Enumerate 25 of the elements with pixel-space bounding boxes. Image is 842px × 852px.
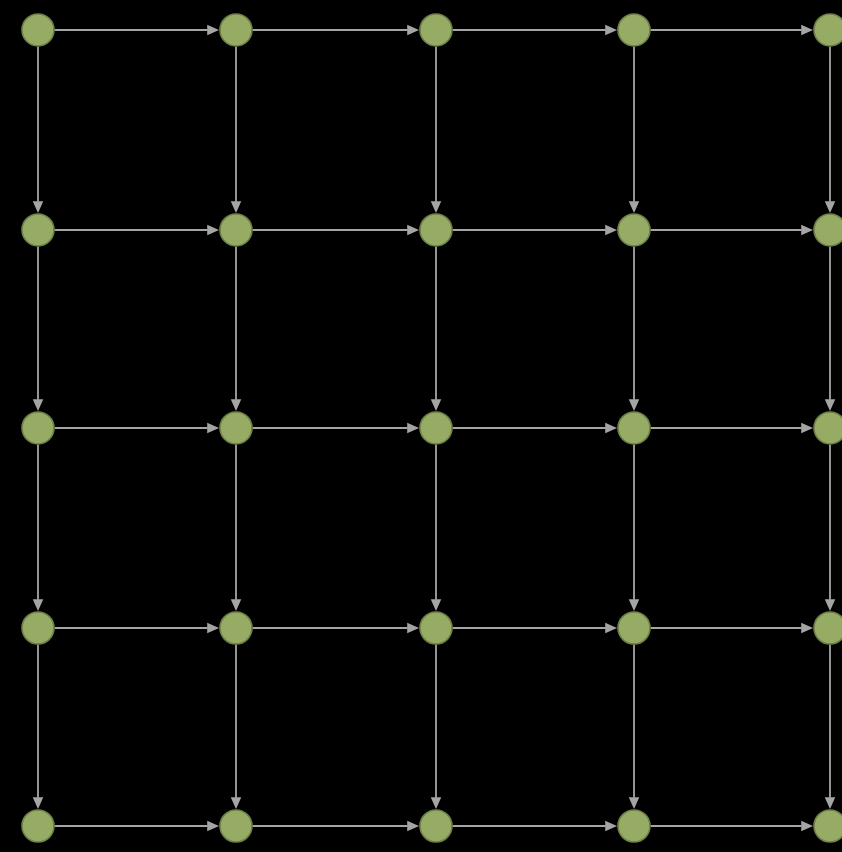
sphere xyxy=(813,13,842,47)
sphere xyxy=(219,809,253,843)
sphere xyxy=(617,611,651,645)
sphere xyxy=(617,13,651,47)
sphere xyxy=(21,809,55,843)
sphere xyxy=(219,611,253,645)
sphere xyxy=(813,611,842,645)
sphere xyxy=(617,411,651,445)
sphere xyxy=(21,213,55,247)
sphere xyxy=(419,411,453,445)
sphere xyxy=(813,411,842,445)
sphere xyxy=(617,809,651,843)
sphere xyxy=(219,13,253,47)
sphere xyxy=(813,809,842,843)
sphere xyxy=(419,611,453,645)
sphere xyxy=(419,213,453,247)
sphere xyxy=(21,611,55,645)
sphere xyxy=(219,411,253,445)
sphere xyxy=(219,213,253,247)
sphere xyxy=(419,809,453,843)
sphere xyxy=(21,411,55,445)
sphere xyxy=(617,213,651,247)
sphere xyxy=(21,13,55,47)
sphere xyxy=(419,13,453,47)
sphere xyxy=(813,213,842,247)
